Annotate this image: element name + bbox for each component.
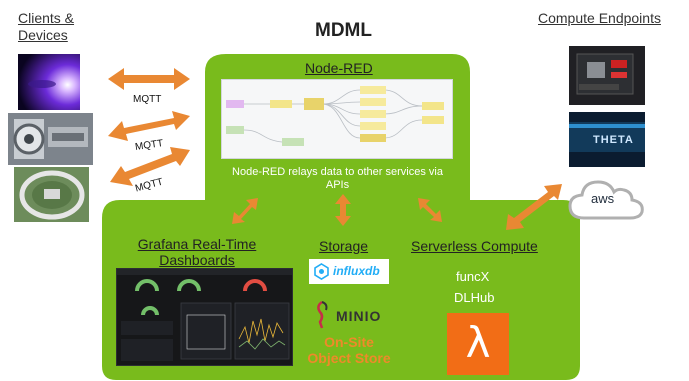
object-store-line2: Object Store	[307, 350, 391, 366]
serverless-dlhub-label: DLHub	[454, 290, 495, 305]
minio-bird-icon	[317, 300, 328, 329]
object-store-line1: On-Site	[324, 334, 374, 350]
grafana-title: Grafana Real-Time Dashboards	[124, 236, 270, 268]
node-red-caption-line2: APIs	[325, 179, 350, 191]
storage-title: Storage	[319, 238, 369, 254]
grafana-title-line1: Grafana Real-Time	[137, 236, 257, 252]
node-red-title: Node-RED	[305, 60, 373, 76]
grafana-title-line2: Dashboards	[159, 252, 235, 268]
influxdb-icon	[314, 263, 329, 280]
edge-device-board-image	[569, 46, 645, 105]
clients-heading: Clients & Devices	[18, 10, 74, 44]
storage-arrow	[335, 194, 351, 226]
clients-heading-line2: Devices	[18, 27, 68, 43]
node-red-flow-screenshot	[221, 79, 453, 159]
serverless-funcx-label: funcX	[456, 269, 490, 284]
theta-label: THETA	[593, 134, 634, 146]
mqtt-arrow-1	[108, 68, 190, 90]
aws-label: aws	[591, 191, 615, 206]
synchrotron-aerial-image	[14, 167, 89, 222]
internal-arrows	[232, 194, 442, 226]
beamline-device-image	[8, 113, 93, 165]
grafana-dashboard-screenshot	[116, 268, 293, 366]
aws-lambda-logo: λ	[447, 313, 509, 375]
influxdb-logo: influxdb	[309, 259, 389, 284]
theta-supercomputer-image: THETA	[569, 112, 645, 167]
mqtt-arrow-2	[108, 111, 190, 141]
compute-endpoint-arrow	[506, 184, 562, 230]
influxdb-label: influxdb	[333, 264, 380, 278]
clients-heading-line1: Clients &	[18, 10, 75, 26]
serverless-arrow	[418, 198, 442, 222]
minio-label: MINIO	[336, 308, 382, 324]
object-store-label: On-Site Object Store	[290, 334, 408, 366]
mqtt-arrows	[108, 68, 190, 186]
serverless-title: Serverless Compute	[411, 238, 538, 254]
lambda-icon: λ	[465, 318, 491, 367]
node-red-caption-line1: Node-RED relays data to other services v…	[232, 166, 443, 178]
node-red-caption: Node-RED relays data to other services v…	[205, 166, 470, 192]
grafana-arrow	[232, 198, 258, 224]
plasma-device-image	[18, 54, 80, 110]
mqtt-label-1: MQTT	[133, 94, 162, 105]
aws-cloud-icon	[568, 180, 644, 220]
diagram-title: MDML	[315, 20, 372, 41]
mqtt-arrow-3	[110, 147, 190, 186]
compute-endpoints-heading: Compute Endpoints	[538, 10, 661, 26]
